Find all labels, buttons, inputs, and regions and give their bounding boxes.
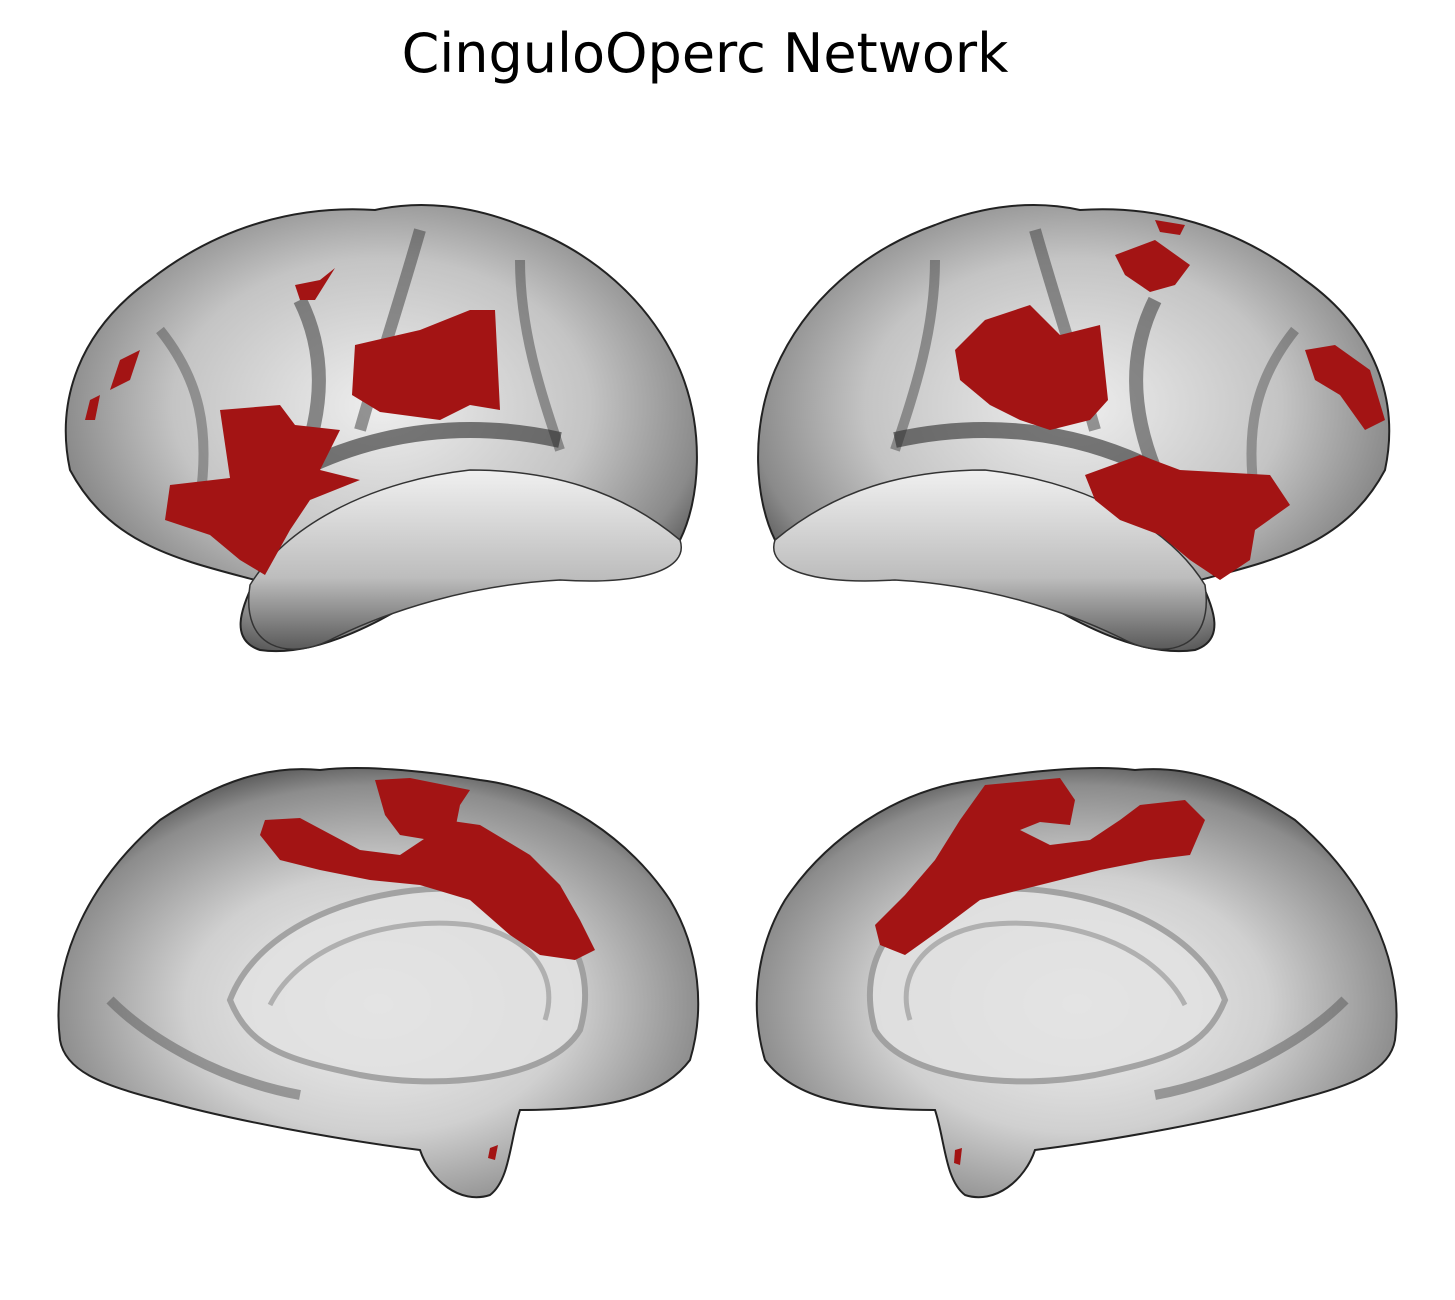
figure-title: CinguloOperc Network: [401, 22, 1009, 85]
network-regions-right-medial: [875, 778, 1205, 1165]
brain-left-medial: [57, 767, 700, 1199]
brain-right-lateral: [757, 204, 1391, 653]
network-regions-right-lateral: [955, 220, 1385, 580]
network-regions-left-lateral: [85, 268, 500, 575]
network-regions-left-medial: [260, 778, 595, 1160]
brain-right-medial: [755, 767, 1398, 1199]
brain-left-lateral: [64, 204, 698, 653]
